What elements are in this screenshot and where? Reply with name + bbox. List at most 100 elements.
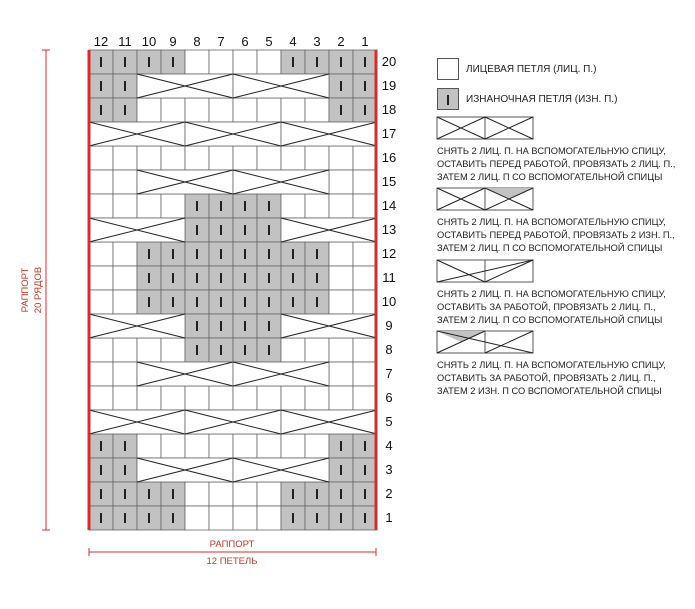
row-number: 12	[381, 246, 397, 261]
row-number: 5	[385, 414, 393, 429]
row-number: 14	[381, 198, 397, 213]
legend-purl-label: ИЗНАНОЧНАЯ ПЕТЛЯ (ИЗН. П.)	[466, 94, 618, 105]
chart-cell	[232, 433, 258, 459]
column-number: 1	[361, 34, 369, 49]
column-number: 11	[118, 34, 132, 49]
chart-cell	[328, 385, 354, 411]
chart-cell	[136, 385, 162, 411]
column-number: 3	[313, 34, 321, 49]
chart-cell	[232, 505, 258, 531]
chart-cell	[328, 265, 354, 291]
rapport-rows-count: 20 РЯДОВ	[33, 266, 44, 314]
cable-cross-line	[280, 409, 378, 435]
cable-cross-line	[184, 121, 282, 147]
chart-cell	[352, 145, 378, 171]
chart-cell	[328, 337, 354, 363]
chart-cell	[352, 385, 378, 411]
chart-cell	[184, 385, 210, 411]
chart-cell	[160, 97, 186, 123]
chart-cell	[208, 433, 234, 459]
chart-cell	[88, 265, 114, 291]
chart-cell	[136, 145, 162, 171]
chart-cell	[280, 193, 306, 219]
chart-cell	[112, 169, 138, 195]
chart-cell	[304, 145, 330, 171]
chart-cell	[184, 145, 210, 171]
row-number: 7	[385, 366, 393, 381]
legend-cable-3-icon	[436, 259, 534, 283]
chart-cell	[208, 481, 234, 507]
cable-cross-line	[136, 361, 234, 387]
row-number: 9	[385, 318, 393, 333]
row-number: 10	[381, 294, 397, 309]
row-number: 18	[381, 102, 397, 117]
chart-cell	[304, 193, 330, 219]
chart-cell	[256, 505, 282, 531]
rapport-rows-label: РАППОРТ 20 РЯДОВ	[20, 267, 50, 313]
cable-cross-line	[136, 73, 234, 99]
chart-cell	[184, 49, 210, 75]
chart-cell	[352, 361, 378, 387]
chart-cell	[112, 289, 138, 315]
legend-cable-2-desc: СНЯТЬ 2 ЛИЦ. П. НА ВСПОМОГАТЕЛЬНУЮ СПИЦУ…	[437, 217, 675, 253]
row-number: 8	[385, 342, 393, 357]
chart-cell	[304, 433, 330, 459]
column-number: 9	[169, 34, 177, 49]
legend-purl-swatch	[437, 88, 459, 110]
chart-cell	[208, 145, 234, 171]
row-number: 4	[385, 438, 393, 453]
column-number: 4	[289, 34, 297, 49]
legend-cable-1-desc: СНЯТЬ 2 ЛИЦ. П. НА ВСПОМОГАТЕЛЬНУЮ СПИЦУ…	[437, 146, 676, 182]
chart-cell	[88, 337, 114, 363]
chart-cell	[208, 385, 234, 411]
chart-cell	[136, 193, 162, 219]
chart-cell	[136, 433, 162, 459]
chart-cell	[88, 241, 114, 267]
cable-cross-line	[88, 121, 186, 147]
chart-cell	[184, 481, 210, 507]
chart-cell	[88, 361, 114, 387]
chart-cell	[160, 385, 186, 411]
cable-cross-line	[280, 313, 378, 339]
chart-cell	[352, 193, 378, 219]
chart-cell	[160, 145, 186, 171]
chart-cell	[112, 265, 138, 291]
chart-cell	[328, 241, 354, 267]
row-number: 11	[382, 270, 396, 285]
chart-cell	[328, 289, 354, 315]
chart-cell	[328, 193, 354, 219]
cable-cross-line	[136, 169, 234, 195]
cable-cross-line	[232, 169, 330, 195]
row-number: 19	[381, 78, 397, 93]
row-number: 20	[381, 54, 397, 69]
chart-cell	[304, 97, 330, 123]
chart-cell	[256, 385, 282, 411]
chart-cell	[88, 193, 114, 219]
cable-cross-line	[88, 217, 186, 243]
chart-cell	[280, 385, 306, 411]
chart-cell	[88, 145, 114, 171]
row-number: 2	[385, 486, 393, 501]
rapport-stitches-count: 12 ПЕТЕЛЬ	[206, 556, 258, 567]
rapport-stitches-title: РАППОРТ	[209, 539, 255, 550]
chart-cell	[256, 49, 282, 75]
cable-cross-line	[88, 313, 186, 339]
chart-cell	[208, 97, 234, 123]
chart-cell	[256, 97, 282, 123]
chart-cell	[232, 97, 258, 123]
chart-cell	[304, 337, 330, 363]
chart-cell	[88, 169, 114, 195]
cable-cross-line	[184, 409, 282, 435]
legend-cable-4-desc: СНЯТЬ 2 ЛИЦ. П. НА ВСПОМОГАТЕЛЬНУЮ СПИЦУ…	[437, 360, 666, 396]
chart-cell	[112, 145, 138, 171]
row-number: 13	[381, 222, 397, 237]
column-number: 10	[141, 34, 157, 49]
chart-cell	[352, 289, 378, 315]
row-number: 15	[381, 174, 397, 189]
cable-cross-line	[280, 217, 378, 243]
chart-cell	[328, 145, 354, 171]
row-number: 6	[385, 390, 393, 405]
chart-cell	[160, 337, 186, 363]
chart-cell	[352, 241, 378, 267]
